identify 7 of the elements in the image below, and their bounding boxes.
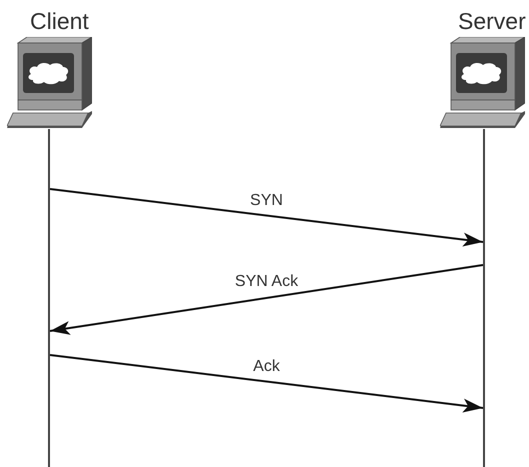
lifeline [48, 129, 50, 467]
lifeline [483, 129, 485, 467]
participant-label: Server [458, 8, 526, 34]
arrow [50, 264, 484, 335]
participant-label: Client [30, 8, 89, 34]
arrow [50, 188, 484, 247]
arrow [50, 354, 484, 413]
